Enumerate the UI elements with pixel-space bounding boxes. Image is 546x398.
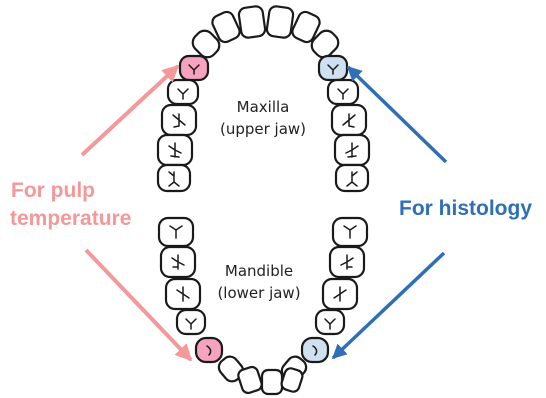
- lower-premolar: [316, 310, 344, 334]
- mandible-label: Mandible: [225, 262, 293, 280]
- upper-premolar-pulp-sample: [180, 56, 208, 80]
- histology-annotation: For histology: [399, 197, 532, 220]
- maxilla-sublabel: (upper jaw): [220, 120, 306, 138]
- lower-incisor: [237, 365, 263, 394]
- upper-molar: [162, 105, 196, 135]
- upper-incisor: [238, 5, 266, 38]
- pulp-annotation-line2: temperature: [10, 207, 131, 230]
- lower-molar: [333, 218, 367, 246]
- pulp-tooth-lower: [196, 338, 222, 362]
- upper-molar: [336, 165, 368, 191]
- pulp-annotation-line1: For pulp: [11, 179, 95, 202]
- lower-premolar: [177, 310, 205, 334]
- lower-premolar-histology-sample: [302, 338, 328, 362]
- upper-premolar: [328, 80, 358, 104]
- upper-molar: [158, 135, 192, 165]
- lower-incisor: [262, 370, 282, 394]
- upper-premolar-histology-sample: [319, 56, 347, 80]
- lower-arch: [159, 218, 367, 395]
- upper-molar: [332, 105, 366, 135]
- histology-tooth-lower: [302, 338, 328, 362]
- mandible-sublabel: (lower jaw): [217, 284, 300, 302]
- lower-molar: [166, 279, 200, 309]
- upper-premolar: [168, 80, 198, 104]
- lower-molar: [159, 218, 193, 246]
- lower-molar: [330, 247, 364, 277]
- lower-premolar-pulp-sample: [196, 338, 222, 362]
- lower-molar: [161, 247, 195, 277]
- lower-molar: [323, 279, 357, 309]
- upper-incisor: [266, 5, 294, 38]
- histology-tooth-upper: [319, 56, 347, 80]
- upper-molar: [335, 135, 369, 165]
- pulp-tooth-upper: [180, 56, 208, 80]
- maxilla-label: Maxilla: [237, 98, 290, 116]
- upper-molar: [158, 165, 190, 191]
